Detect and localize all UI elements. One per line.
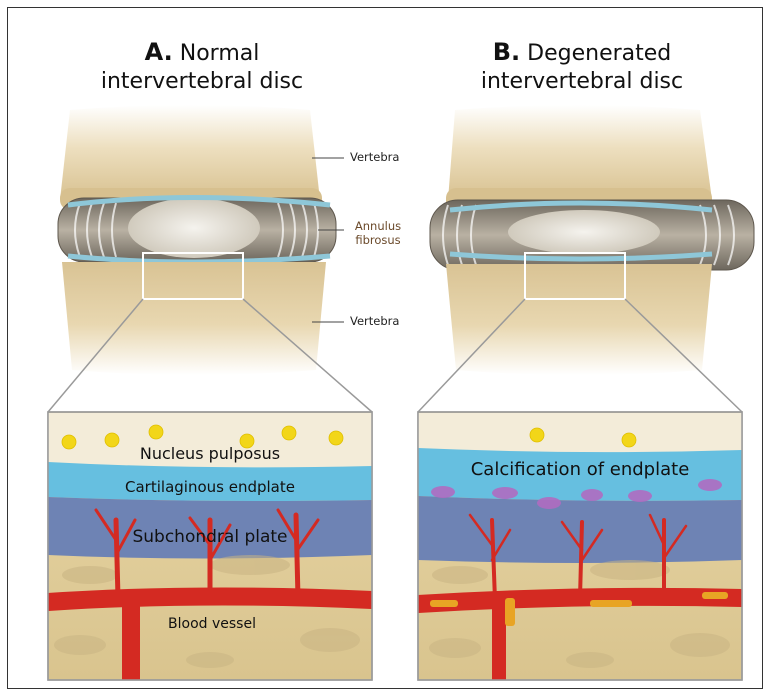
label-vertebra-bottom: Vertebra: [350, 314, 399, 328]
nucleus-layer-b: [418, 413, 742, 453]
vertebra-bottom-b: [446, 264, 712, 375]
panel-b-title-line2: intervertebral disc: [481, 69, 683, 94]
title-panel-a: A. Normal intervertebral disc: [52, 38, 352, 96]
nucleus-b: [508, 210, 660, 254]
label-annulus-line2: fibrosus: [355, 233, 400, 247]
title-panel-b: B. Degenerated intervertebral disc: [432, 38, 732, 96]
label-nucleus-pulposus: Nucleus pulposus: [48, 444, 372, 463]
label-blood-vessel: Blood vessel: [150, 616, 274, 632]
panel-a-letter: A.: [145, 38, 173, 66]
label-cartilaginous-endplate: Cartilaginous endplate: [48, 478, 372, 496]
label-annulus-fibrosus: Annulus fibrosus: [348, 219, 408, 247]
panel-a-title-line2: intervertebral disc: [101, 69, 303, 94]
panel-b-letter: B.: [493, 38, 520, 66]
spine-degenerated: [418, 105, 754, 412]
zoom-panel-b: [418, 412, 742, 680]
vertebra-bottom-a: [62, 262, 326, 375]
label-annulus-line1: Annulus: [355, 219, 401, 233]
panel-a-title-line1: Normal: [180, 41, 260, 66]
vertebra-top-b: [448, 105, 712, 200]
spine-normal: [48, 105, 372, 412]
panel-b-title-line1: Degenerated: [527, 41, 671, 66]
vertebra-top-a: [60, 105, 320, 200]
label-subchondral-plate: Subchondral plate: [48, 527, 372, 547]
label-calcification-endplate: Calcification of endplate: [418, 459, 742, 480]
label-vertebra-top: Vertebra: [350, 150, 399, 164]
nucleus-a: [128, 198, 260, 258]
